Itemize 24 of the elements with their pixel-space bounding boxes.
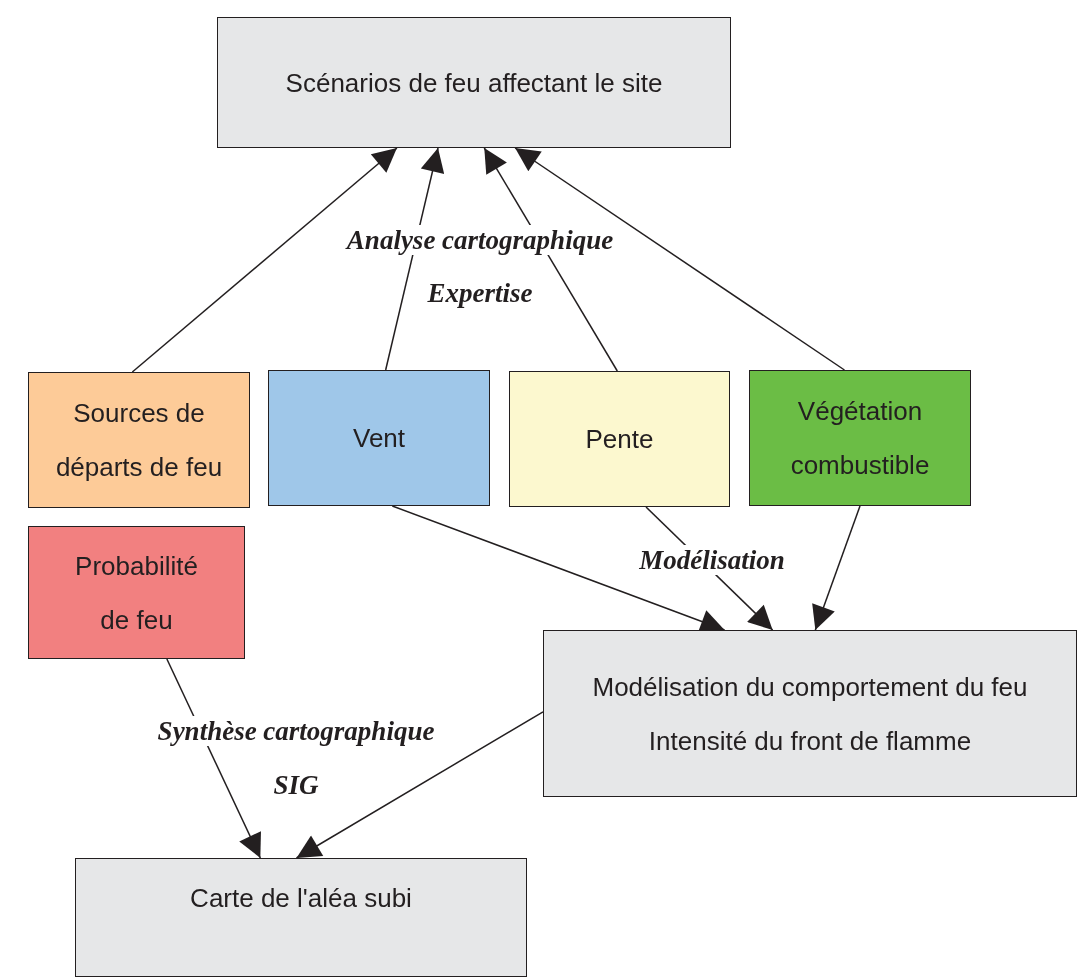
box-text: Probabilité de feu bbox=[74, 549, 199, 637]
process-box bbox=[509, 371, 730, 507]
box-text: Modélisation du comportement du feu bbox=[592, 670, 1028, 704]
box-text: Végétation combustible bbox=[789, 395, 931, 482]
process-box bbox=[749, 370, 971, 506]
process-box bbox=[28, 526, 245, 659]
box-text: Scénarios de feu affectant le site bbox=[285, 66, 663, 100]
method-label: Modélisation bbox=[637, 545, 787, 575]
box-text: Carte de l'aléa subi bbox=[190, 882, 412, 915]
arrow bbox=[514, 147, 846, 371]
process-box bbox=[75, 858, 527, 977]
process-box bbox=[28, 372, 250, 508]
arrow bbox=[131, 147, 398, 373]
arrow bbox=[295, 711, 544, 859]
process-box bbox=[217, 17, 731, 148]
box-text: Sources de départs de feu bbox=[54, 397, 224, 484]
method-label: Analyse cartographique bbox=[344, 225, 616, 255]
box-text: Vent bbox=[352, 422, 406, 455]
arrow bbox=[812, 505, 861, 631]
box-text: Pente bbox=[585, 423, 654, 456]
method-label: Synthèse cartographique bbox=[155, 716, 437, 746]
box-text: Intensité du front de flamme bbox=[648, 724, 972, 758]
process-box bbox=[543, 630, 1077, 797]
process-box bbox=[268, 370, 490, 506]
